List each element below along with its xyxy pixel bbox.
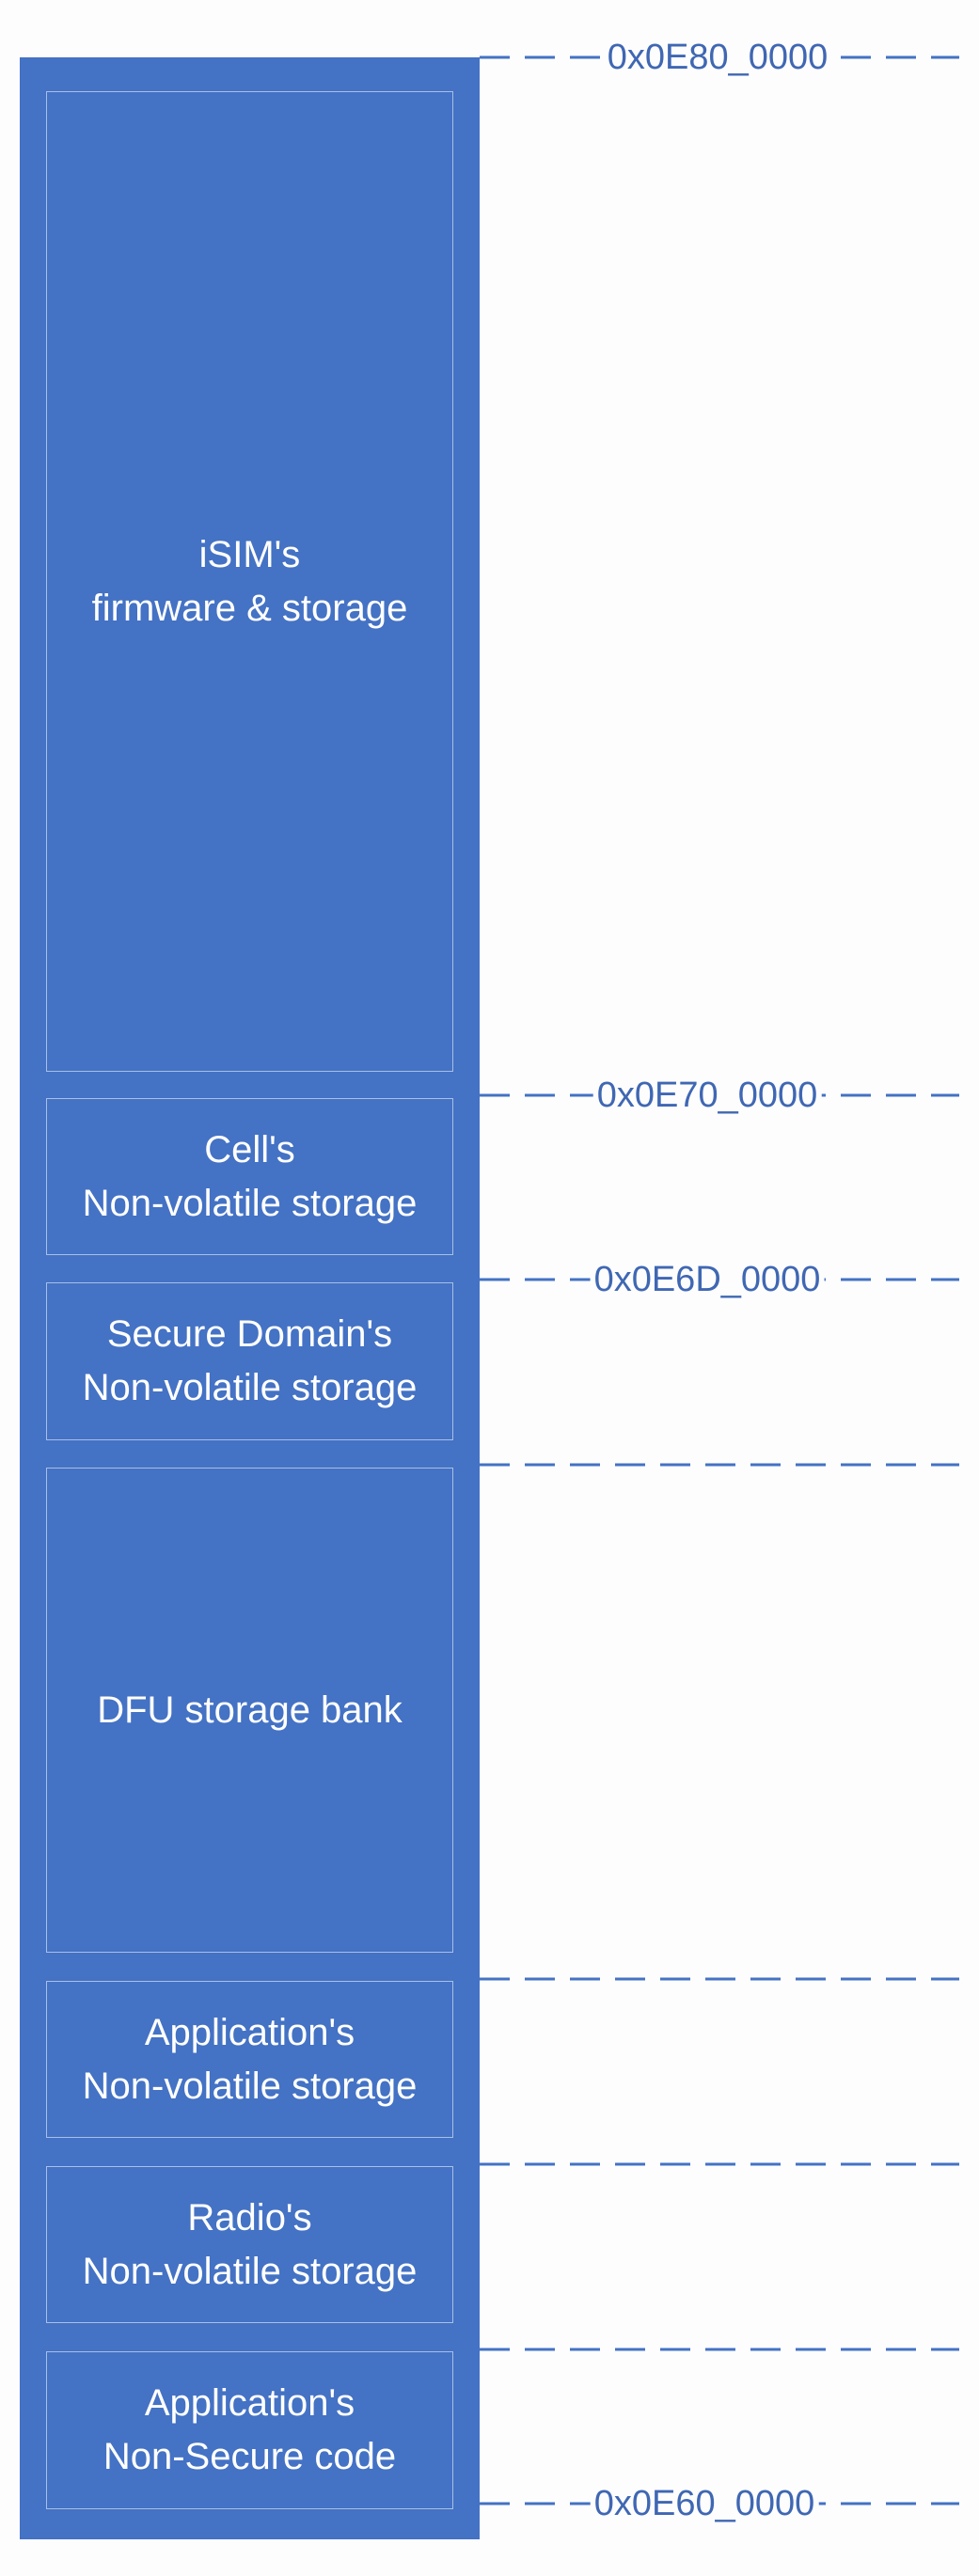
boundary-dfu-application [480,1977,959,1981]
region-label-application-nv: Application's Non-volatile storage [82,2011,418,2107]
boundary-top: 0x0E80_0000 [480,37,959,78]
region-label-isim: iSIM's firmware & storage [91,533,408,629]
boundary-radio-ns-code [480,2348,959,2351]
region-isim-firmware-storage: iSIM's firmware & storage [46,91,453,1072]
boundary-dashed-line [480,1977,959,1981]
memory-column: iSIM's firmware & storage Cell's Non-vol… [20,57,480,2539]
region-radio-nv-storage: Radio's Non-volatile storage [46,2166,453,2323]
address-label-cell-secure: 0x0E6D_0000 [590,1259,825,1300]
address-label-bottom: 0x0E60_0000 [590,2483,819,2524]
region-label-secure-domain: Secure Domain's Non-volatile storage [82,1313,418,1408]
region-secure-domain-nv-storage: Secure Domain's Non-volatile storage [46,1282,453,1440]
boundary-application-radio [480,2162,959,2166]
boundary-dashed-line [480,2348,959,2351]
boundary-dashed-line [480,2162,959,2166]
region-cell-nv-storage: Cell's Non-volatile storage [46,1098,453,1255]
region-label-application-ns: Application's Non-Secure code [103,2382,397,2477]
boundary-isim-cell: 0x0E70_0000 [480,1075,959,1116]
region-dfu-storage-bank: DFU storage bank [46,1468,453,1953]
boundary-cell-secure: 0x0E6D_0000 [480,1259,959,1300]
region-label-dfu: DFU storage bank [97,1689,403,1731]
region-label-radio: Radio's Non-volatile storage [82,2196,418,2292]
address-label-top: 0x0E80_0000 [603,37,832,78]
boundary-secure-dfu [480,1463,959,1467]
address-label-isim-cell: 0x0E70_0000 [592,1075,822,1116]
region-label-cell: Cell's Non-volatile storage [82,1128,418,1224]
boundary-dashed-line [480,1463,959,1467]
boundary-bottom: 0x0E60_0000 [480,2483,959,2524]
region-application-ns-code: Application's Non-Secure code [46,2351,453,2509]
region-application-nv-storage: Application's Non-volatile storage [46,1981,453,2138]
